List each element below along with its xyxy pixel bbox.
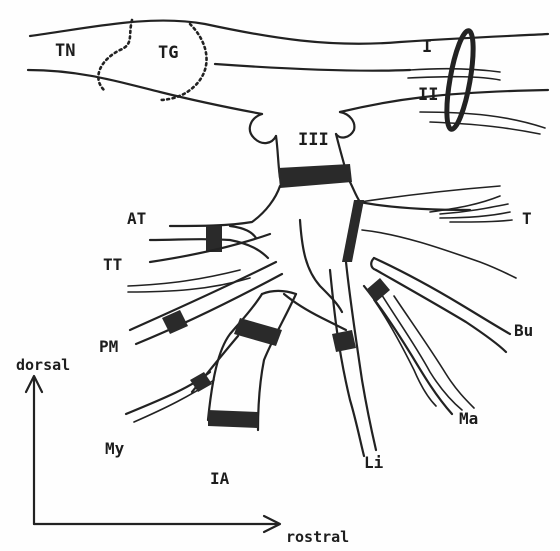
axis-label-rostral: rostral: [286, 528, 349, 546]
label-bu: Bu: [514, 321, 533, 340]
label-pm: PM: [99, 337, 118, 356]
label-at: AT: [127, 209, 146, 228]
label-li: Li: [364, 453, 384, 472]
label-i: I: [422, 37, 432, 57]
branch-t: [362, 196, 516, 278]
label-tt: TT: [103, 255, 122, 274]
label-ma: Ma: [459, 409, 478, 428]
axis-label-dorsal: dorsal: [16, 356, 70, 374]
label-ii: II: [418, 85, 438, 105]
label-tn: TN: [55, 41, 75, 61]
branch-ma: [364, 278, 474, 414]
axis-arrows: [26, 376, 280, 532]
central-body: [170, 182, 500, 226]
label-my: My: [105, 439, 125, 458]
ganglion-iii-band: [278, 164, 352, 188]
tg-boundary: [98, 20, 206, 100]
label-iii: III: [298, 130, 329, 150]
central-fork: [284, 220, 346, 330]
label-t: T: [522, 209, 532, 228]
label-tg: TG: [158, 43, 178, 63]
branch-tt: [128, 234, 270, 292]
nerve-loop: [441, 29, 478, 131]
branch-ia: [208, 291, 296, 430]
branch-bu: [371, 258, 510, 352]
label-ia: IA: [210, 469, 230, 488]
branch-at: [150, 226, 268, 258]
li-connector: [342, 200, 364, 262]
